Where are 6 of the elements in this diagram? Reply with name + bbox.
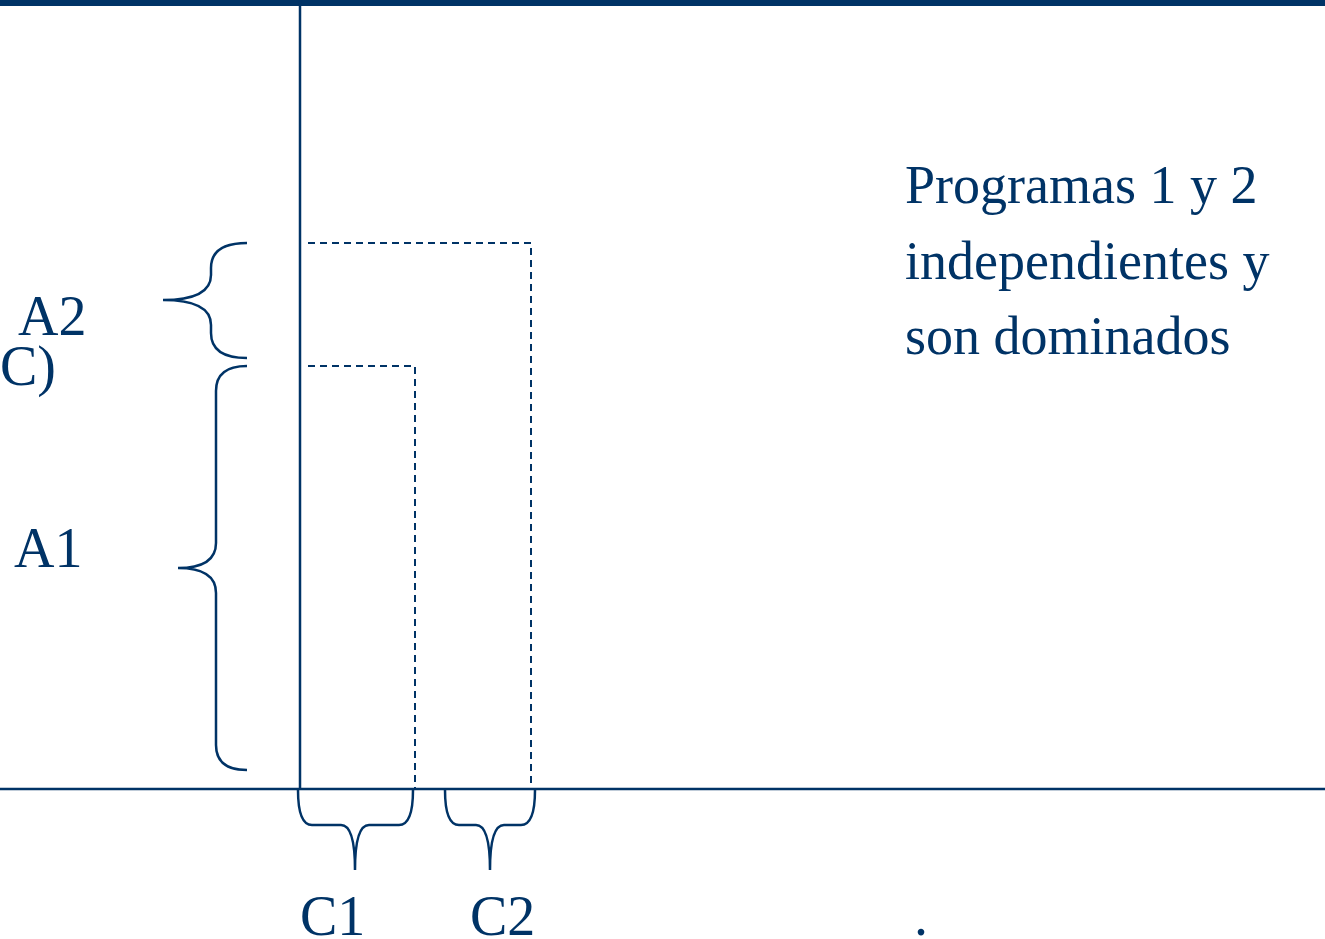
bracket-label: C1 [300,888,366,939]
dot-mark: . [914,888,928,939]
note-text: Programas 1 y 2 independientes y son dominados [905,154,1271,369]
bracket-label: C2 [470,888,536,939]
bracket-label: A1 [14,520,83,576]
bracket-label: A2 [18,288,87,344]
